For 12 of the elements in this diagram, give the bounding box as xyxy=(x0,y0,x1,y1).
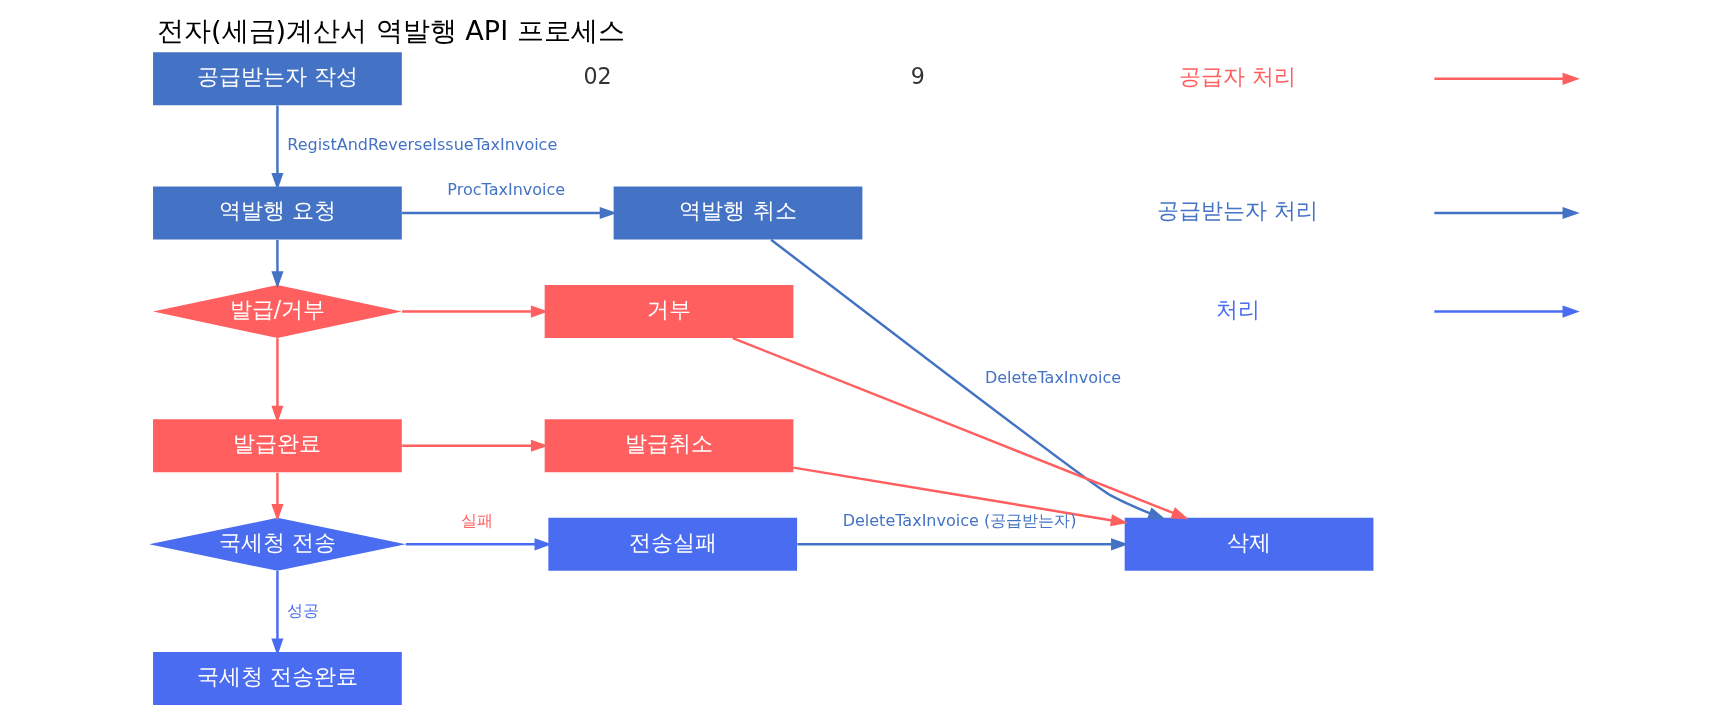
edge-label: ProcTaxInvoice xyxy=(447,180,566,200)
label: 02 xyxy=(583,63,612,90)
edge-label: DeleteTaxInvoice xyxy=(984,367,1122,387)
legend-label: 공급자 처리 xyxy=(1179,63,1297,90)
legend-label: 공급받는자 처리 xyxy=(1157,197,1319,224)
edge-label: 실패 xyxy=(461,511,494,531)
edge-label: DeleteTaxInvoice (공급받는자) xyxy=(842,511,1077,531)
label: 9 xyxy=(910,63,925,90)
edge-label: 성공 xyxy=(287,600,320,620)
diagram-title: 전자(세금)계산서 역발행 API 프로세스 xyxy=(157,14,625,46)
legend-label: 처리 xyxy=(1215,296,1260,323)
edge-label: RegistAndReverseIssueTaxInvoice xyxy=(287,135,558,155)
